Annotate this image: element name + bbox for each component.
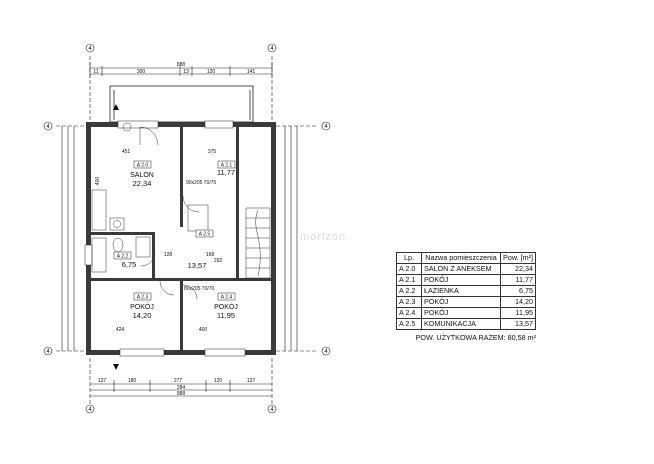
dim-top-seg-3: 13 xyxy=(183,69,189,75)
axis-label-left-bottom: 4 xyxy=(46,349,50,355)
legend-cell-lp: A 2.2 xyxy=(396,285,422,297)
dim-inner-168: 168 xyxy=(206,252,215,258)
legend-row: A 2.4 POKÓJ 11,95 xyxy=(396,307,536,319)
legend-total-label: POW. UŻYTKOWA RAZEM: xyxy=(415,333,506,342)
room-legend: Lp. Nazwa pomieszczenia Pow. [m²] A 2.0 … xyxy=(396,252,536,342)
legend-cell-lp: A 2.1 xyxy=(396,274,422,286)
room-a21-area: 11,77 xyxy=(217,168,235,177)
dim-room24-width: 400 xyxy=(199,327,208,333)
dim-top-seg-2: 300 xyxy=(137,69,146,75)
legend-cell-area: 11,95 xyxy=(500,307,536,319)
legend-cell-name: POKÓJ xyxy=(420,307,502,319)
room-a24-name: POKÓJ xyxy=(214,302,238,311)
dim-salon-width: 451 xyxy=(122,149,131,155)
dim-bottom-total: 888 xyxy=(177,391,186,397)
room-a25-id: A 2.5 xyxy=(199,232,211,238)
legend-cell-area: 13,57 xyxy=(500,318,536,330)
legend-total: POW. UŻYTKOWA RAZEM: 80,58 m² xyxy=(396,333,536,342)
dim-inner-292: 292 xyxy=(214,258,223,264)
room-a23-area: 14,20 xyxy=(133,311,152,320)
axis-label-top-right: 4 xyxy=(270,46,274,52)
legend-row: A 2.0 SALON Z ANEKSEM 22,34 xyxy=(396,263,536,275)
legend-cell-area: 11,77 xyxy=(500,274,536,286)
legend-row: A 2.1 POKÓJ 11,77 xyxy=(396,274,536,286)
dim-inner-128: 128 xyxy=(164,252,173,258)
legend-header-name: Nazwa pomieszczenia xyxy=(420,252,502,264)
legend-cell-name: POKÓJ xyxy=(420,274,502,286)
dim-top-seg-1: 11 xyxy=(93,69,98,75)
legend-cell-name: POKÓJ xyxy=(420,296,502,308)
room-a20-area: 22,34 xyxy=(133,179,152,188)
axis-label-bottom-left: 4 xyxy=(88,407,92,413)
room-a22-id: A 2.2 xyxy=(117,254,129,260)
axis-label-left-top: 4 xyxy=(46,124,50,130)
room-a23-id: A 2.3 xyxy=(137,295,149,301)
legend-total-value: 80,58 m² xyxy=(507,333,536,342)
room-a25-area: 13,57 xyxy=(188,261,207,270)
dim-top-total: 888 xyxy=(177,62,186,68)
legend-row: A 2.2 ŁAZIENKA 6,75 xyxy=(396,285,536,297)
legend-cell-area: 14,20 xyxy=(500,296,536,308)
legend-row: A 2.3 POKÓJ 14,20 xyxy=(396,296,536,308)
axis-label-right-bottom: 4 xyxy=(324,349,328,355)
room-a24-area: 11,95 xyxy=(217,311,235,320)
legend-cell-lp: A 2.0 xyxy=(396,263,422,275)
legend-cell-area: 22,34 xyxy=(500,263,536,275)
room-a20-id: A 2.0 xyxy=(137,163,149,169)
legend-cell-name: SALON Z ANEKSEM xyxy=(420,263,502,275)
dim-bottom-seg-1: 127 xyxy=(98,378,107,384)
door-note-1: 90x205 70/75 xyxy=(186,180,217,186)
legend-cell-name: ŁAZIENKA xyxy=(420,285,502,297)
legend-row: A 2.5 KOMUNIKACJA 13,57 xyxy=(396,318,536,330)
dim-bottom-mid: 284 xyxy=(177,385,186,391)
room-legend-table: Lp. Nazwa pomieszczenia Pow. [m²] A 2.0 … xyxy=(396,252,536,330)
axis-label-bottom-right: 4 xyxy=(270,407,274,413)
legend-cell-lp: A 2.4 xyxy=(396,307,422,319)
axis-label-right-top: 4 xyxy=(324,124,328,130)
room-a24-id: A 2.4 xyxy=(221,295,233,301)
axis-label-top-left: 4 xyxy=(88,46,92,52)
legend-header-row: Lp. Nazwa pomieszczenia Pow. [m²] xyxy=(396,252,536,264)
legend-cell-lp: A 2.3 xyxy=(396,296,422,308)
watermark: morizon xyxy=(300,231,347,243)
dim-top-seg-4: 120 xyxy=(207,69,216,75)
legend-cell-name: KOMUNIKACJA xyxy=(420,318,502,330)
room-a23-name: POKÓJ xyxy=(130,302,154,311)
legend-cell-area: 6,75 xyxy=(500,285,536,297)
door-note-2: 80x205 70/70 xyxy=(184,286,215,292)
dim-room-height: 400 xyxy=(95,177,101,186)
dim-room21-width: 375 xyxy=(208,149,217,155)
room-a20-name: SALON xyxy=(130,172,154,179)
room-a22-area: 6,75 xyxy=(122,260,137,269)
dim-bottom-seg-3: 277 xyxy=(174,378,183,384)
dim-bottom-seg-4: 120 xyxy=(214,378,223,384)
legend-cell-lp: A 2.5 xyxy=(396,318,422,330)
dim-bottom-seg-2: 180 xyxy=(128,378,137,384)
dim-bottom-seg-5: 137 xyxy=(247,378,256,384)
dim-top-seg-5: 141 xyxy=(247,69,256,75)
legend-header-area: Pow. [m²] xyxy=(500,252,536,264)
legend-header-lp: Lp. xyxy=(396,252,422,264)
room-a21-id: A 2.1 xyxy=(221,163,233,169)
dim-room23-width: 424 xyxy=(116,327,125,333)
